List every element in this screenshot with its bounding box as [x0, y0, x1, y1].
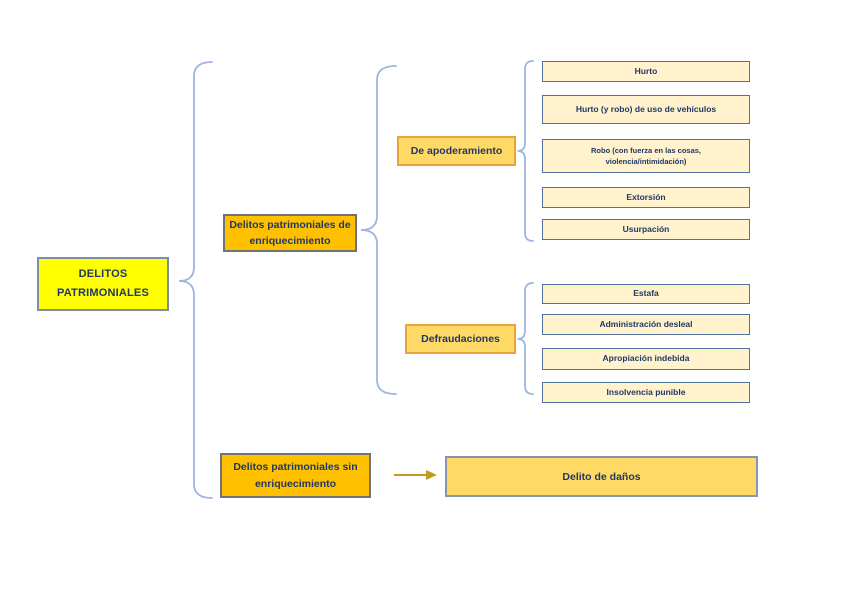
leaf-usurpacion-label: Usurpación — [622, 223, 670, 234]
node-delitos-enriquecimiento-line1: Delitos patrimoniales de — [229, 218, 351, 231]
leaf-hurto-label: Hurto — [634, 65, 658, 76]
leaf-apropiacion-indebida-label: Apropiación indebida — [602, 353, 690, 364]
node-defraudaciones: Defraudaciones — [405, 324, 516, 354]
leaf-usurpacion: Usurpación — [542, 219, 750, 240]
node-de-apoderamiento-label: De apoderamiento — [410, 145, 503, 157]
leaf-insolvencia-punible-label: Insolvencia punible — [606, 386, 686, 397]
leaf-hurto: Hurto — [542, 61, 750, 82]
node-delitos-patrimoniales-line1: DELITOS — [78, 268, 128, 281]
leaf-hurto-robo-vehiculos: Hurto (y robo) de uso de vehículos — [542, 95, 750, 124]
node-de-apoderamiento: De apoderamiento — [397, 136, 516, 166]
node-delito-de-danos-label: Delito de daños — [562, 470, 641, 483]
node-delito-de-danos: Delito de daños — [445, 456, 758, 497]
leaf-extorsion-label: Extorsión — [626, 191, 666, 202]
leaf-administracion-desleal-label: Administración desleal — [599, 318, 693, 329]
arrow-connector-sin-enriquecimiento — [394, 470, 437, 480]
node-delitos-sin-enriquecimiento: Delitos patrimoniales sin enriquecimient… — [220, 453, 371, 498]
node-delitos-sin-enriquecimiento-line1: Delitos patrimoniales sin — [233, 461, 358, 474]
leaf-estafa: Estafa — [542, 284, 750, 304]
brace-connector-enriquecimiento — [360, 65, 397, 395]
leaf-estafa-label: Estafa — [633, 288, 659, 299]
brace-connector-defraudaciones — [517, 282, 534, 395]
leaf-robo: Robo (con fuerza en las cosas, violencia… — [542, 139, 750, 173]
node-delitos-enriquecimiento-line2: enriquecimiento — [249, 235, 331, 247]
leaf-administracion-desleal: Administración desleal — [542, 314, 750, 335]
leaf-apropiacion-indebida: Apropiación indebida — [542, 348, 750, 370]
node-delitos-patrimoniales-line2: PATRIMONIALES — [56, 287, 150, 299]
node-delitos-enriquecimiento: Delitos patrimoniales de enriquecimiento — [223, 214, 357, 252]
leaf-robo-line1: Robo (con fuerza en las cosas, — [590, 145, 702, 155]
node-defraudaciones-label: Defraudaciones — [421, 333, 500, 345]
leaf-robo-line2: violencia/intimidación) — [605, 157, 687, 166]
leaf-hurto-robo-vehiculos-label: Hurto (y robo) de uso de vehículos — [575, 103, 717, 114]
node-delitos-sin-enriquecimiento-line2: enriquecimiento — [254, 477, 337, 490]
leaf-extorsion: Extorsión — [542, 187, 750, 208]
brace-connector-apoderamiento — [517, 60, 534, 242]
brace-connector-root — [178, 61, 213, 499]
node-delitos-patrimoniales: DELITOS PATRIMONIALES — [37, 257, 169, 311]
leaf-insolvencia-punible: Insolvencia punible — [542, 382, 750, 403]
